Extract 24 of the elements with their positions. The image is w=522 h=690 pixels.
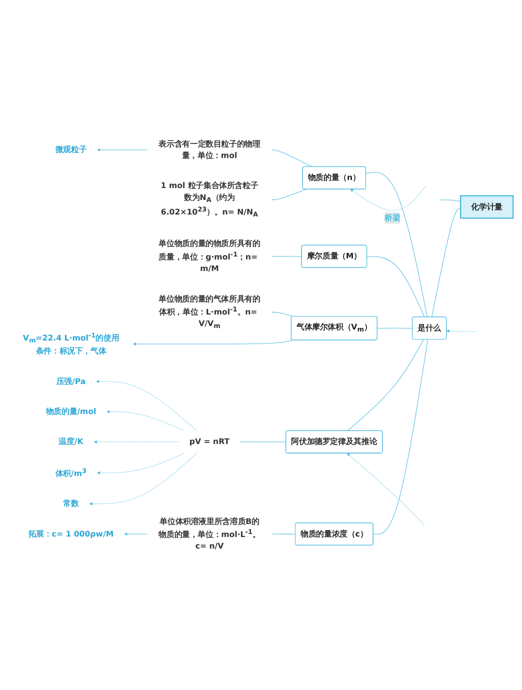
connector [366,172,428,318]
arrow [89,452,198,506]
connector [271,533,296,534]
arrow [97,452,185,474]
arrow [446,329,476,332]
connector [432,208,461,318]
arrow [106,410,184,431]
arrow [133,340,294,346]
arrow [350,186,426,211]
connector [271,149,312,167]
arrow [96,380,197,431]
node-box [460,195,514,218]
arrow [97,148,148,152]
connector [347,338,424,431]
arrow [94,440,180,444]
arrow [347,452,425,526]
connector [366,256,425,318]
connector [271,256,302,257]
arrow [124,532,148,536]
connector [271,312,294,316]
connector [271,188,306,200]
connector [440,199,461,202]
connector [372,338,428,534]
connector [240,441,286,442]
